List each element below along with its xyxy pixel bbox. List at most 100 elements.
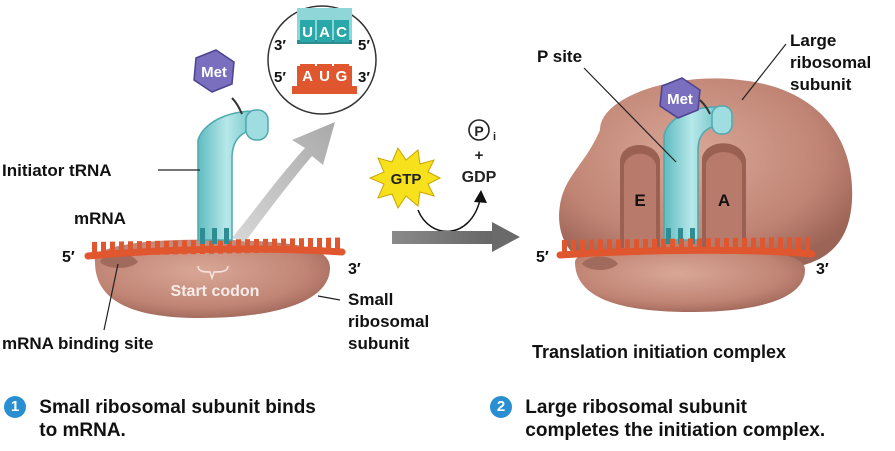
five-prime-left: 5′: [62, 249, 75, 266]
mrna-nucleotide: [209, 239, 214, 254]
codon-letter: U: [319, 68, 330, 85]
codon-cell: [300, 64, 315, 86]
initiator-trna-right: [663, 105, 733, 244]
step-2-line-1: Large ribosomal subunit: [525, 397, 747, 418]
mrna-nucleotide: [562, 239, 567, 254]
numbered-circle-icon: 1: [4, 396, 26, 418]
five-prime-right: 5′: [536, 249, 549, 266]
codon-letter: A: [302, 68, 313, 85]
large-subunit-label-2: ribosomal: [790, 53, 871, 72]
mrna-nucleotide: [227, 239, 232, 254]
met-label-right: Met: [667, 91, 693, 108]
step-1-line-2: to mRNA.: [39, 420, 126, 441]
mrna-nucleotide: [218, 239, 223, 254]
mrna-nucleotide: [119, 241, 124, 256]
mrna-nucleotide: [697, 238, 702, 253]
mrna-nucleotide: [778, 237, 783, 252]
mrna-nucleotide: [589, 239, 594, 254]
mrna-nucleotide: [724, 238, 729, 253]
start-codon-label: Start codon: [171, 283, 260, 300]
p-site-label: P site: [537, 47, 582, 66]
mrna-nucleotide: [263, 238, 268, 253]
met-hexagon-left: [193, 49, 235, 93]
mrna-nucleotide: [733, 237, 738, 252]
gtp-label: GTP: [391, 171, 422, 188]
mrna-nucleotide: [742, 237, 747, 252]
mrna-nucleotide: [335, 237, 340, 252]
mrna-nucleotide: [661, 238, 666, 253]
mrna-nucleotide: [580, 239, 585, 254]
anticodon-letter: C: [336, 24, 347, 41]
mrna-nucleotide: [272, 238, 277, 253]
mrna-nucleotide: [128, 241, 133, 256]
mrna-nucleotide: [155, 240, 160, 255]
mrna-nucleotide: [760, 237, 765, 252]
anticodon-cell: [317, 20, 332, 42]
mrna-nucleotide: [92, 241, 97, 256]
mrna-nucleotide: [182, 240, 187, 255]
mrna-nucleotide: [254, 239, 259, 254]
codon-letter: G: [336, 68, 348, 85]
codon-3prime: 3′: [358, 69, 370, 86]
mrna-nucleotide: [173, 240, 178, 255]
mrna-nucleotide: [634, 239, 639, 254]
mrna-nucleotide: [688, 238, 693, 253]
mrna-nucleotide: [326, 237, 331, 252]
mrna-nucleotide: [137, 241, 142, 256]
mrna-nucleotide: [245, 239, 250, 254]
mrna-nucleotide: [101, 241, 106, 256]
a-site-label: A: [718, 191, 730, 210]
anticodon-5prime: 5′: [358, 37, 370, 54]
mrna-nucleotide: [281, 238, 286, 253]
small-subunit-label-3: subunit: [348, 334, 410, 353]
small-subunit-label-1: Small: [348, 290, 393, 309]
mrna-strand-right: [556, 237, 816, 259]
three-prime-right: 3′: [816, 261, 829, 278]
mrna-strand-left: [84, 237, 346, 260]
initiator-trna-left: [197, 109, 269, 244]
step-2-caption: 2 Large ribosomal subunit completes the …: [490, 396, 825, 442]
mrna-nucleotide: [679, 238, 684, 253]
anticodon-cell: [334, 20, 349, 42]
met-hexagon-right: [659, 77, 701, 119]
mrna-nucleotide: [236, 239, 241, 254]
mrna-nucleotide: [191, 240, 196, 255]
mrna-nucleotide: [769, 237, 774, 252]
mrna-nucleotide: [643, 239, 648, 254]
gtp-starburst: [368, 146, 442, 210]
mrna-nucleotide: [299, 238, 304, 253]
mrna-nucleotide: [317, 237, 322, 252]
mrna-nucleotide: [290, 238, 295, 253]
mrna-nucleotide: [805, 237, 810, 252]
mrna-nucleotide: [625, 239, 630, 254]
mrna-nucleotide: [110, 241, 115, 256]
mrna-nucleotide: [796, 237, 801, 252]
mrna-nucleotide: [146, 240, 151, 255]
codon-cell: [334, 64, 349, 86]
anticodon-3prime: 3′: [274, 37, 286, 54]
mrna-nucleotide: [715, 238, 720, 253]
pi-subscript: i: [493, 131, 496, 143]
arrow-right-icon: [392, 222, 520, 252]
numbered-circle-icon: 2: [490, 396, 512, 418]
step-2-line-2: completes the initiation complex.: [525, 420, 826, 441]
mrna-nucleotide: [787, 237, 792, 252]
three-prime-left: 3′: [348, 261, 361, 278]
step-1-line-1: Small ribosomal subunit binds: [39, 397, 316, 418]
mrna-nucleotide: [616, 239, 621, 254]
step-1-caption: 1 Small ribosomal subunit binds to mRNA.: [4, 396, 316, 442]
small-ribosomal-subunit-right: [575, 247, 805, 312]
codon-5prime: 5′: [274, 69, 286, 86]
small-subunit-label-2: ribosomal: [348, 312, 429, 331]
mrna-nucleotide: [200, 239, 205, 254]
mrna-nucleotide: [308, 238, 313, 253]
mrna-nucleotide: [598, 239, 603, 254]
plus-sign: +: [475, 147, 484, 164]
mrna-nucleotide: [607, 239, 612, 254]
mrna-nucleotide: [751, 237, 756, 252]
met-label-left: Met: [201, 64, 227, 81]
anticodon-letter: U: [302, 24, 313, 41]
e-site-label: E: [634, 191, 645, 210]
zoom-arrow: [232, 122, 335, 242]
